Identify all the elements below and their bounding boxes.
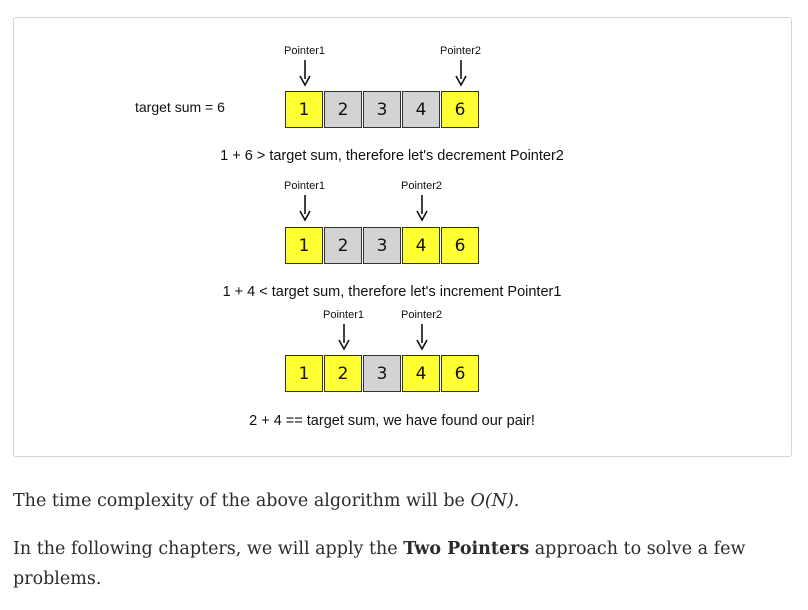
pointer2-arrow-icon — [454, 60, 467, 87]
chapters-paragraph: In the following chapters, we will apply… — [13, 534, 773, 594]
pointer2-arrow-icon — [415, 324, 428, 351]
pointer2-label: Pointer2 — [401, 309, 442, 321]
pointer2-label: Pointer2 — [440, 45, 481, 57]
target-sum-label: target sum = 6 — [135, 99, 225, 115]
two-pointers-term: Two Pointers — [403, 539, 530, 559]
array-cell: 2 — [324, 91, 362, 128]
complexity-end: . — [513, 491, 520, 511]
pointer2-arrow-icon — [415, 195, 428, 222]
array-cell: 2 — [324, 355, 362, 392]
array-cell: 3 — [363, 227, 401, 264]
array-cell: 3 — [363, 91, 401, 128]
array-cell: 2 — [324, 227, 362, 264]
complexity-paragraph: The time complexity of the above algorit… — [13, 486, 773, 516]
complexity-math: O(N) — [470, 491, 514, 511]
array-cell: 4 — [402, 355, 440, 392]
complexity-text: The time complexity of the above algorit… — [13, 491, 471, 511]
step-caption: 1 + 6 > target sum, therefore let's decr… — [220, 148, 564, 164]
pointer2-label: Pointer2 — [401, 180, 442, 192]
step-caption: 2 + 4 == target sum, we have found our p… — [249, 413, 535, 429]
array-cell: 1 — [285, 91, 323, 128]
array-cell: 6 — [441, 227, 479, 264]
pointer1-label: Pointer1 — [284, 180, 325, 192]
chapters-text-end: approach to solve a few problems. — [13, 539, 746, 589]
pointer1-arrow-icon — [298, 60, 311, 87]
pointer1-arrow-icon — [298, 195, 311, 222]
pointer1-label: Pointer1 — [323, 309, 364, 321]
array-cell: 4 — [402, 227, 440, 264]
step-caption: 1 + 4 < target sum, therefore let's incr… — [222, 284, 562, 300]
pointer1-label: Pointer1 — [284, 45, 325, 57]
array-cell: 1 — [285, 227, 323, 264]
array-cell: 6 — [441, 91, 479, 128]
pointer1-arrow-icon — [337, 324, 350, 351]
array-cell: 4 — [402, 91, 440, 128]
array-cell: 1 — [285, 355, 323, 392]
chapters-text: In the following chapters, we will apply… — [13, 539, 404, 559]
array-cell: 3 — [363, 355, 401, 392]
array-cell: 6 — [441, 355, 479, 392]
